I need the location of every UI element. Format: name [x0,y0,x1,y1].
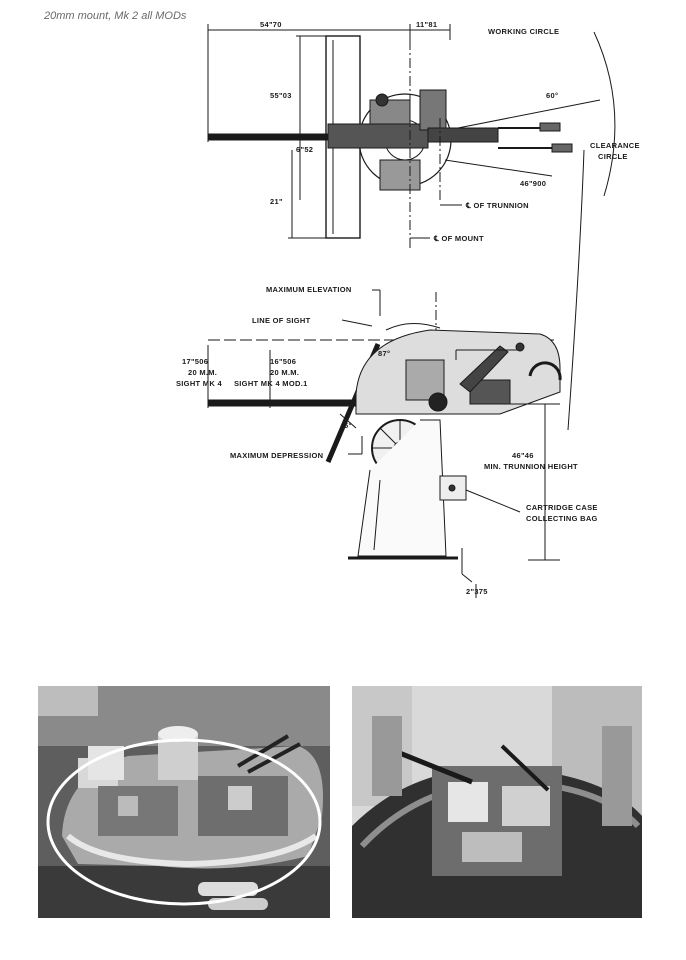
sight-left-dim: 17"506 [182,357,208,366]
photo-deck-mount-aerial [38,686,330,918]
photo-mount-closeup-image [352,686,642,918]
side-view-drawing [207,289,562,598]
sight-left-line3: SIGHT MK 4 [176,379,222,388]
label-clearance: CLEARANCE [590,141,640,150]
dim-right: 11"81 [416,20,437,29]
sight-left-line2: 20 M.M. [188,368,217,377]
dim-barrel: 6"52 [296,145,313,154]
dim-radius: 46"900 [520,179,546,188]
angle-60: 60° [546,91,558,100]
dim-trunnion: 46"46 [512,451,534,460]
label-cartridge: CARTRIDGE CASE [526,503,598,512]
dim-base: 2"375 [466,587,488,596]
sight-right-line2: 20 M.M. [270,368,299,377]
label-max-elevation: MAXIMUM ELEVATION [266,285,352,294]
angle-elevation: 87° [378,349,390,358]
label-mount: ℄ OF MOUNT [433,234,484,243]
dim-height: 55"03 [270,91,292,100]
dim-lower: 21" [270,197,283,206]
dim-overall: 54"70 [260,20,282,29]
label-trunnion: ℄ OF TRUNNION [465,201,529,210]
label-trunnion-height: MIN. TRUNNION HEIGHT [484,462,578,471]
label-clearance-circle: CIRCLE [598,152,628,161]
photo-mount-closeup [352,686,642,918]
label-collecting-bag: COLLECTING BAG [526,514,598,523]
angle-depression: 5° [344,421,352,430]
top-view-drawing [207,24,616,431]
label-max-depression: MAXIMUM DEPRESSION [230,451,323,460]
label-working-circle: WORKING CIRCLE [488,27,559,36]
photo-deck-mount-aerial-image [38,686,330,918]
sight-right-dim: 16"506 [270,357,296,366]
sight-right-line3: SIGHT MK 4 MOD.1 [234,379,308,388]
label-line-of-sight: LINE OF SIGHT [252,316,311,325]
page-caption: 20mm mount, Mk 2 all MODs [44,10,187,22]
technical-drawing: 54"70 11"81 55"03 6"52 21" 60° 46"900 WO… [176,20,640,598]
